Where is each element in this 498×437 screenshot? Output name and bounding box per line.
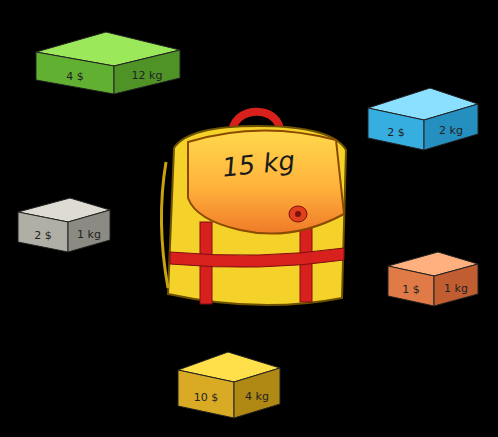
price-label: 1 $ <box>402 284 420 295</box>
box-front-face <box>368 108 424 150</box>
box-shape <box>18 198 110 252</box>
weight-label: 2 kg <box>439 125 463 136</box>
price-label: 4 $ <box>66 71 84 82</box>
yellow-box: 10 $ 4 kg <box>178 352 280 418</box>
box-side-face <box>68 210 110 252</box>
grey-box: 2 $ 1 kg <box>18 198 110 252</box>
box-side-face <box>234 368 280 418</box>
price-label: 2 $ <box>387 127 405 138</box>
weight-label: 4 kg <box>245 391 269 402</box>
box-front-face <box>178 370 234 418</box>
weight-label: 12 kg <box>132 70 163 81</box>
backpack: 15 kg <box>160 102 355 312</box>
box-side-face <box>424 104 478 150</box>
weight-label: 1 kg <box>444 283 468 294</box>
box-shape <box>388 252 478 306</box>
box-front-face <box>388 266 434 306</box>
box-shape <box>36 32 180 94</box>
price-label: 2 $ <box>34 230 52 241</box>
price-label: 10 $ <box>194 392 219 403</box>
box-side-face <box>434 264 478 306</box>
capacity-label: 15 kg <box>220 147 295 180</box>
weight-label: 1 kg <box>77 229 101 240</box>
blue-box: 2 $ 2 kg <box>368 88 478 150</box>
box-front-face <box>36 52 114 94</box>
box-shape <box>178 352 280 418</box>
orange-box: 1 $ 1 kg <box>388 252 478 306</box>
box-front-face <box>18 212 68 252</box>
box-shape <box>368 88 478 150</box>
green-box: 4 $ 12 kg <box>36 32 180 94</box>
box-side-face <box>114 50 180 94</box>
backpack-illustration <box>160 102 355 312</box>
